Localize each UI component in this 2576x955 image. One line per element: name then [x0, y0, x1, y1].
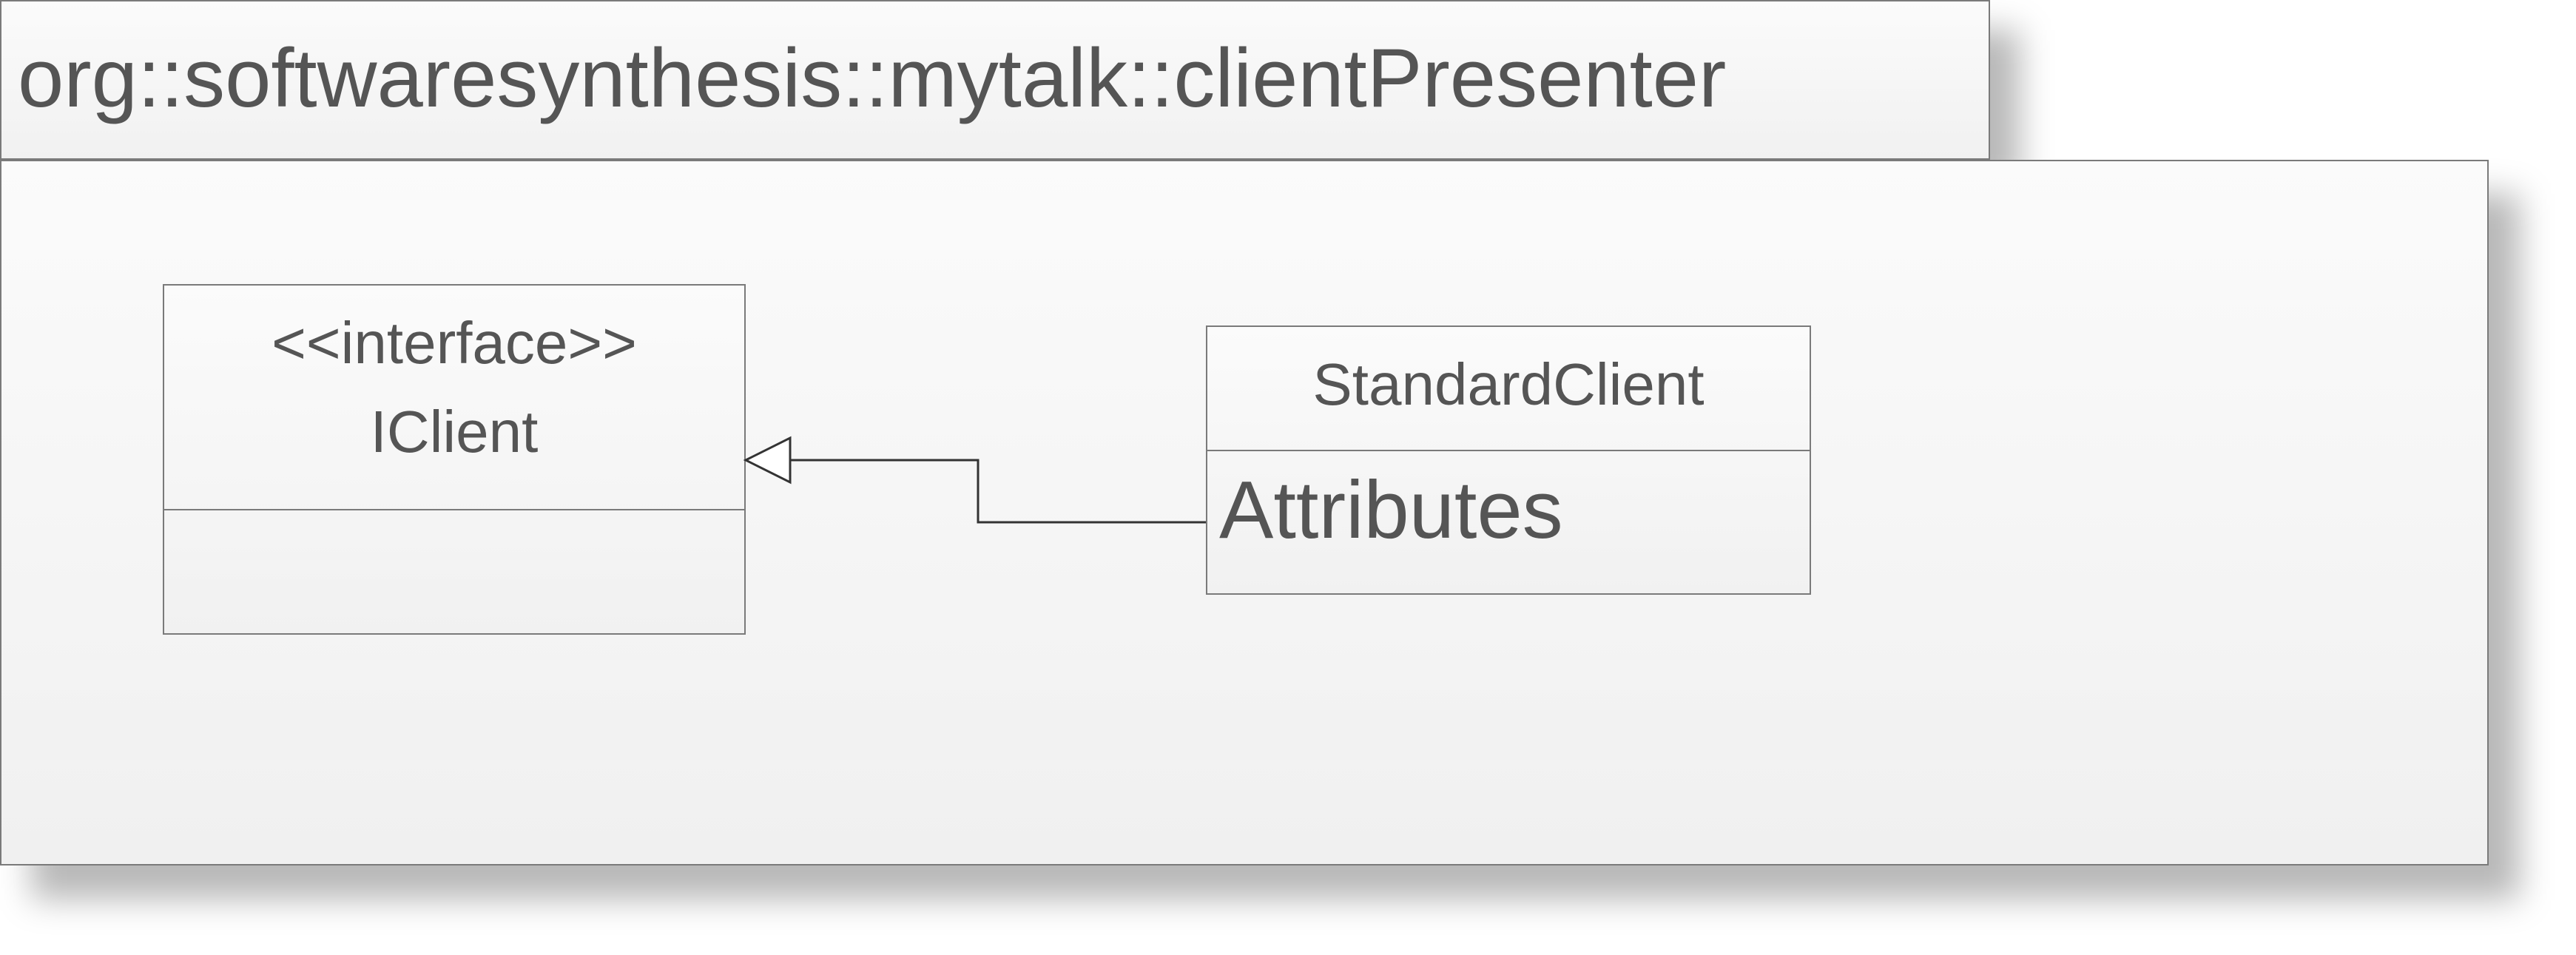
package-name: org::softwaresynthesis::mytalk::clientPr… — [18, 32, 1727, 124]
class-standard-client[interactable]: StandardClient Attributes — [1206, 325, 1811, 595]
package-tab: org::softwaresynthesis::mytalk::clientPr… — [0, 0, 1990, 160]
class-compartment-divider — [164, 509, 744, 510]
class-iclient[interactable]: <<interface>> IClient — [163, 284, 746, 635]
interface-stereotype: <<interface>> — [272, 310, 637, 376]
class-compartment-divider — [1207, 450, 1810, 451]
class-name-iclient: IClient — [370, 399, 539, 465]
class-name-standard-client: StandardClient — [1312, 351, 1705, 417]
attributes-compartment-label: Attributes — [1219, 465, 1563, 556]
realization-arrowhead — [743, 436, 792, 485]
realization-connector[interactable] — [790, 459, 1206, 524]
